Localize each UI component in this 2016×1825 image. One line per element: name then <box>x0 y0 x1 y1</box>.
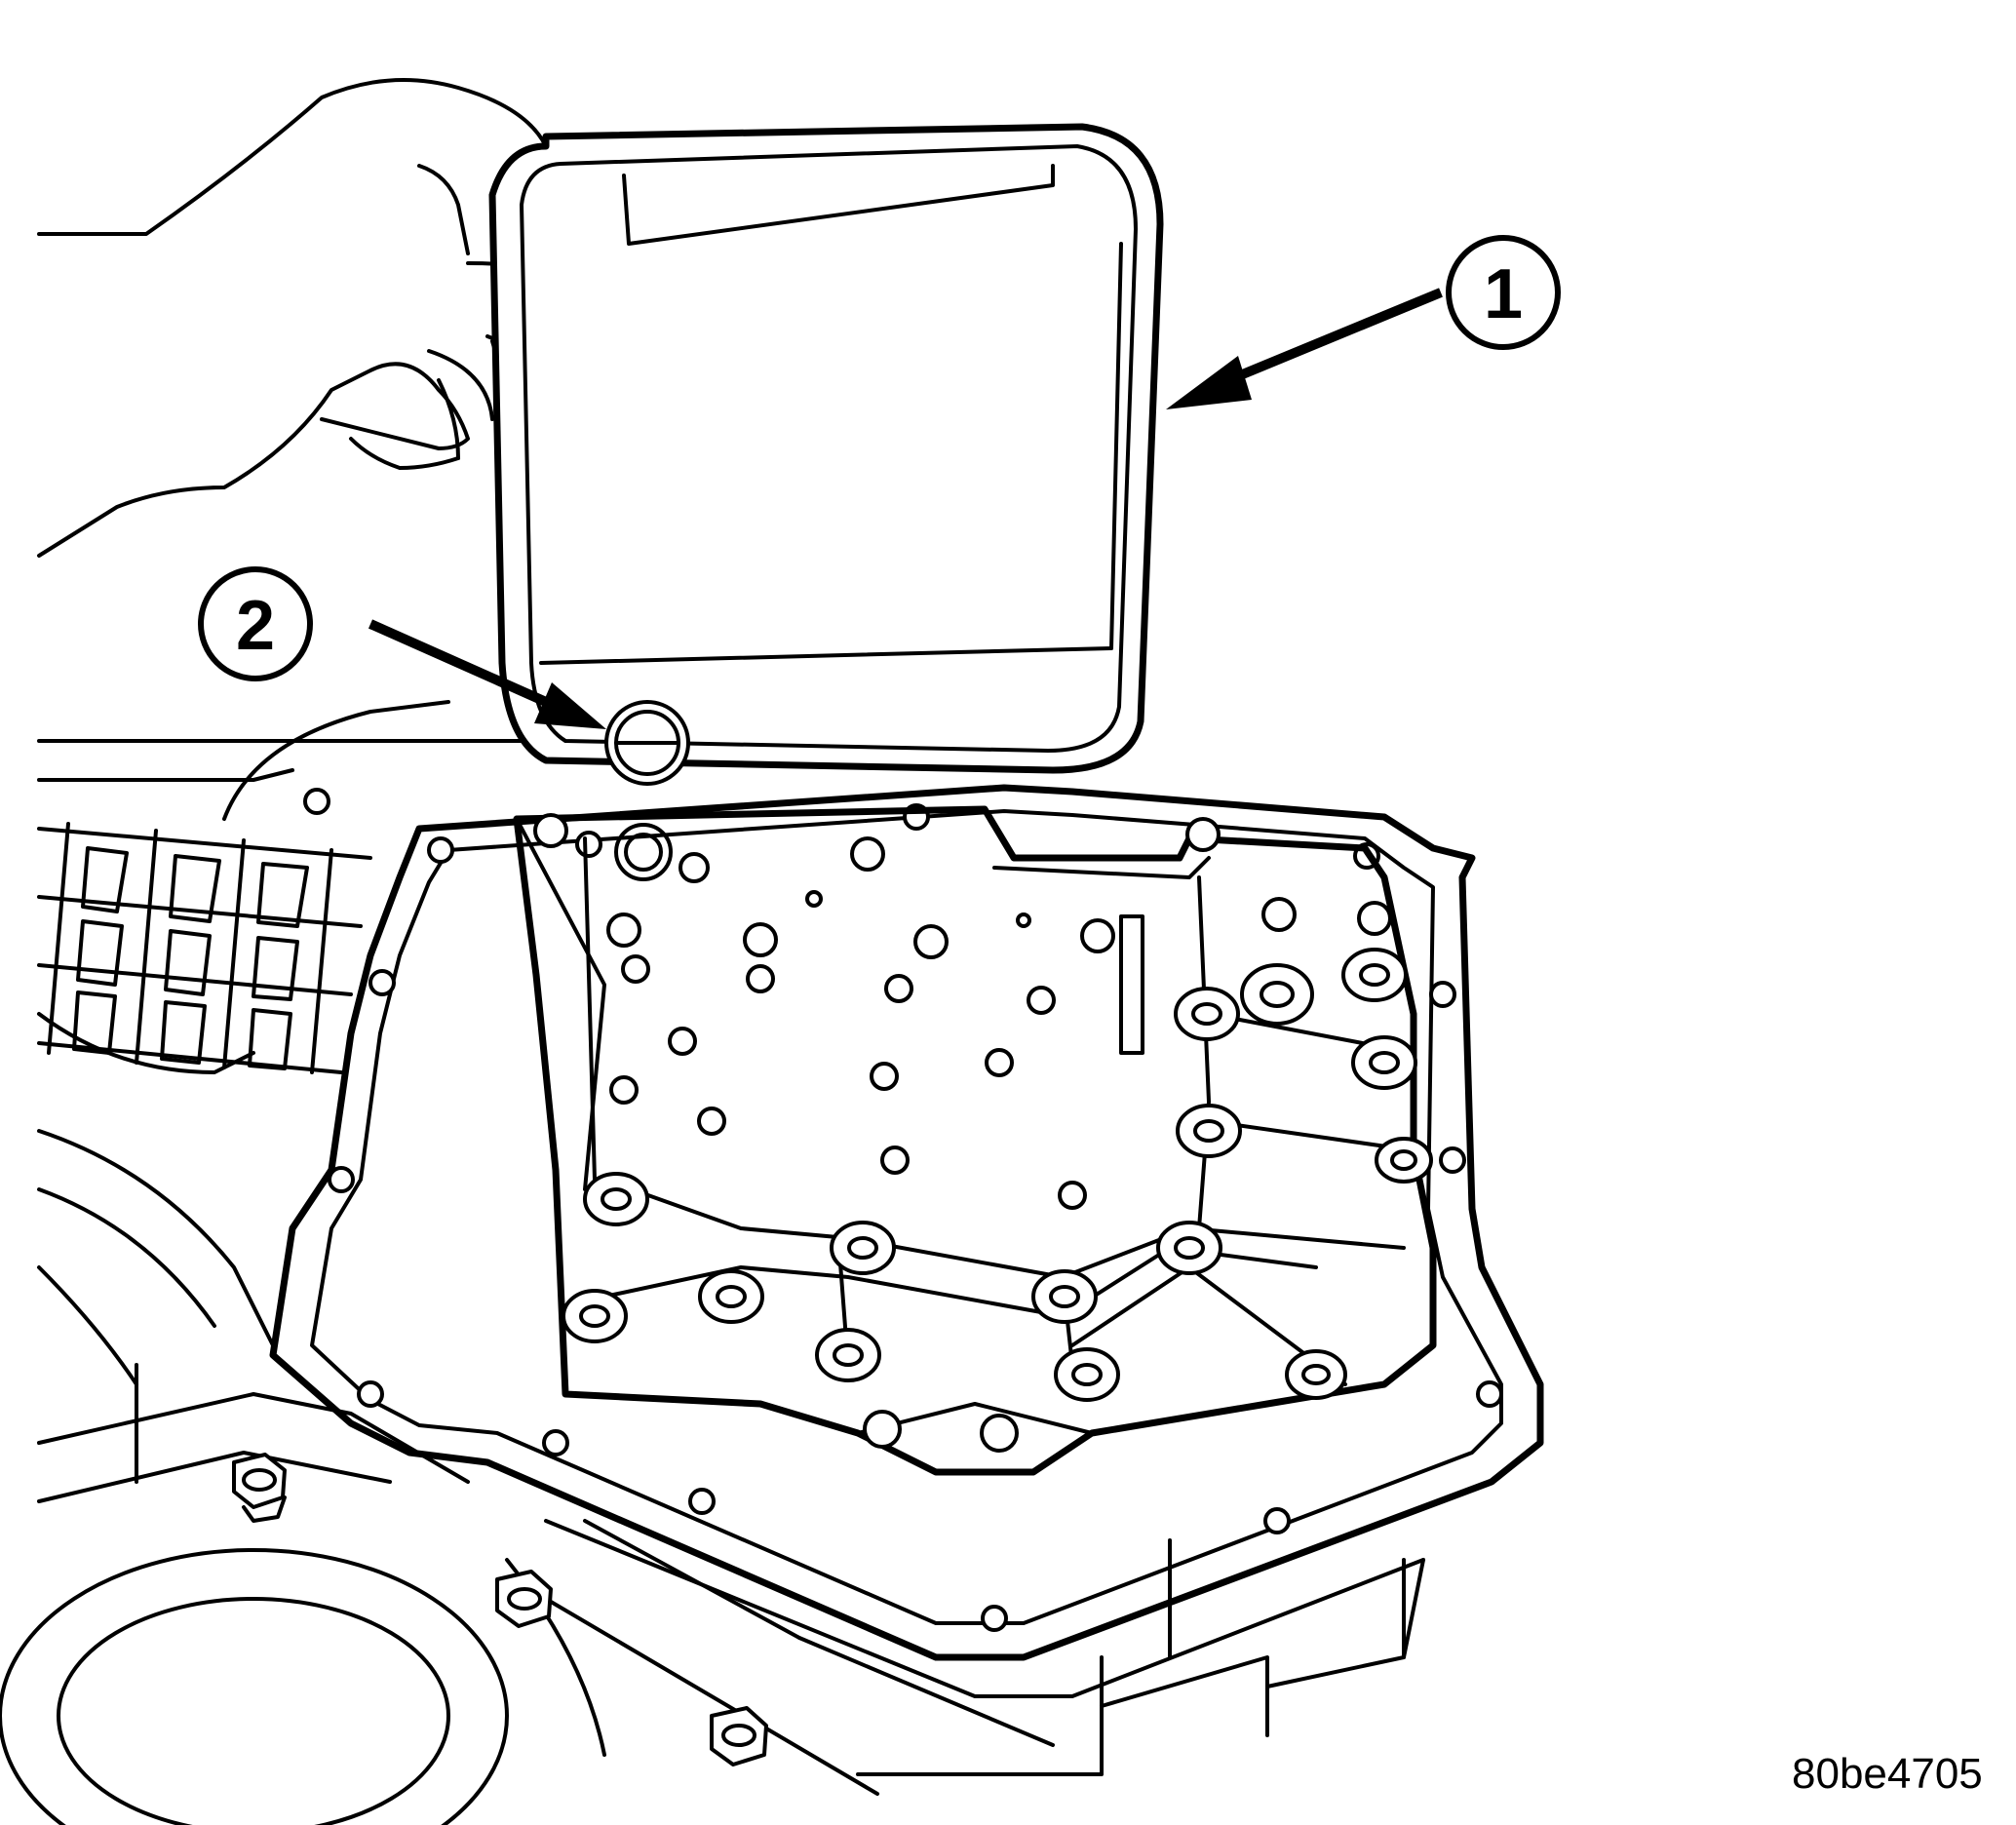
valve-body <box>513 805 1437 1476</box>
callout-2: 2 <box>198 566 313 681</box>
valve-body-bosses <box>562 948 1433 1402</box>
case-ribs-grid <box>37 822 372 1074</box>
callout-1: 1 <box>1446 235 1561 350</box>
oil-pan-flange <box>269 784 1544 1698</box>
case-bolt <box>495 1570 553 1628</box>
case-bolt <box>710 1706 768 1767</box>
figure-id: 80be4705 <box>1792 1750 1983 1798</box>
callout-2-leader <box>368 619 606 729</box>
transmission-case <box>0 680 1406 1825</box>
case-bolt <box>232 1453 287 1523</box>
callout-1-leader <box>1166 288 1443 409</box>
valve-body-bolts <box>533 813 1392 1453</box>
filter-seal <box>604 700 690 786</box>
callout-2-number: 2 <box>236 587 275 665</box>
callout-1-number: 1 <box>1484 255 1523 333</box>
oil-filter <box>488 123 1164 786</box>
